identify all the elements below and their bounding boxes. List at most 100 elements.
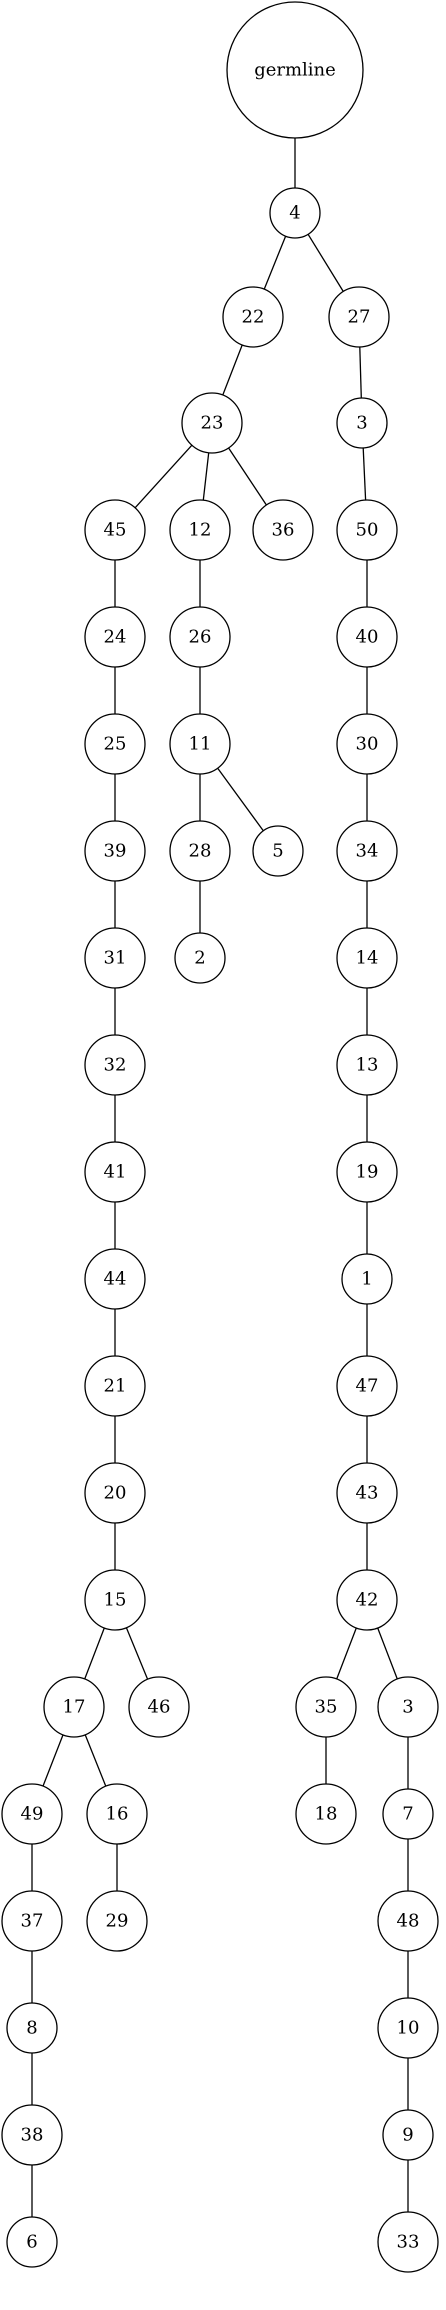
- node-circle: [128, 1676, 190, 1738]
- node-circle: [84, 1569, 146, 1631]
- node-circle: [269, 187, 321, 239]
- tree-node-22: 22: [222, 286, 284, 348]
- node-label: 14: [356, 948, 379, 969]
- tree-node-15: 15: [84, 1569, 146, 1631]
- node-circle: [84, 713, 146, 775]
- node-circle: [86, 1890, 148, 1952]
- node-circle: [1, 2104, 63, 2166]
- tree-node-39: 39: [84, 820, 146, 882]
- node-label: 37: [21, 1911, 44, 1932]
- node-label: 29: [106, 1911, 129, 1932]
- tree-node-25: 25: [84, 713, 146, 775]
- tree-node-17: 17: [43, 1676, 105, 1738]
- tree-node-10: 10: [377, 1997, 439, 2059]
- tree-node-7: 7: [382, 1788, 434, 1840]
- node-label: 5: [272, 841, 283, 862]
- tree-node-44: 44: [84, 1248, 146, 1310]
- edge-22-23: [222, 344, 243, 396]
- edge-27-3: [359, 346, 362, 399]
- node-circle: [1, 1783, 63, 1845]
- tree-node-19: 19: [336, 1141, 398, 1203]
- tree-node-9: 9: [382, 2109, 434, 2161]
- tree-node-14: 14: [336, 927, 398, 989]
- tree-node-27: 27: [328, 286, 390, 348]
- edge-42-3: [377, 1627, 398, 1680]
- edge-42-35: [336, 1627, 357, 1680]
- tree-node-42: 42: [336, 1569, 398, 1631]
- tree-node-43: 43: [336, 1462, 398, 1524]
- node-label: 49: [21, 1804, 44, 1825]
- node-label: 18: [315, 1804, 338, 1825]
- tree-node-11: 11: [169, 713, 231, 775]
- tree-node-20: 20: [84, 1462, 146, 1524]
- node-circle: [336, 1034, 398, 1096]
- tree-node-5: 5: [252, 825, 304, 877]
- node-label: 3: [402, 1697, 413, 1718]
- tree-node-48: 48: [377, 1890, 439, 1952]
- edge-23-45: [134, 444, 193, 509]
- node-circle: [295, 1676, 357, 1738]
- node-label: 38: [21, 2125, 44, 2146]
- edge-23-12: [202, 452, 210, 501]
- node-label: 11: [189, 734, 212, 755]
- node-circle: [336, 397, 388, 449]
- node-circle: [328, 286, 390, 348]
- node-label: 41: [104, 1162, 127, 1183]
- node-label: 2: [194, 948, 205, 969]
- node-label: 9: [402, 2125, 413, 2146]
- node-label: 1: [361, 1269, 372, 1290]
- node-circle: [1, 1890, 63, 1952]
- node-label: 33: [397, 2232, 420, 2253]
- node-label: 47: [356, 1376, 379, 1397]
- node-label: 27: [348, 307, 371, 328]
- node-label: 12: [189, 520, 212, 541]
- tree-node-23: 23: [181, 392, 243, 454]
- node-circle: [84, 606, 146, 668]
- node-label: 26: [189, 627, 212, 648]
- node-label: 8: [26, 2018, 37, 2039]
- node-label: 10: [397, 2018, 420, 2039]
- node-label: 19: [356, 1162, 379, 1183]
- node-circle: [84, 499, 146, 561]
- tree-node-40: 40: [336, 606, 398, 668]
- node-circle: [252, 825, 304, 877]
- tree-node-46: 46: [128, 1676, 190, 1738]
- node-circle: [84, 927, 146, 989]
- node-label: 44: [104, 1269, 127, 1290]
- node-circle: [169, 606, 231, 668]
- tree-node-12: 12: [169, 499, 231, 561]
- node-circle: [336, 499, 398, 561]
- tree-node-35: 35: [295, 1676, 357, 1738]
- tree-node-18: 18: [295, 1783, 357, 1845]
- node-label: 6: [26, 2232, 37, 2253]
- node-label: 20: [104, 1483, 127, 1504]
- node-circle: [252, 499, 314, 561]
- tree-node-8: 8: [6, 2002, 58, 2054]
- node-circle: [86, 1783, 148, 1845]
- node-circle: [336, 1462, 398, 1524]
- node-label: 23: [201, 413, 224, 434]
- node-circle: [6, 2002, 58, 2054]
- node-circle: [382, 2109, 434, 2161]
- tree-node-24: 24: [84, 606, 146, 668]
- node-circle: [226, 1, 364, 139]
- tree-node-2: 2: [174, 932, 226, 984]
- node-label: 22: [242, 307, 265, 328]
- edge-17-16: [84, 1734, 107, 1787]
- tree-node-50: 50: [336, 499, 398, 561]
- node-label: 17: [63, 1697, 86, 1718]
- node-circle: [336, 1569, 398, 1631]
- tree-node-41: 41: [84, 1141, 146, 1203]
- node-circle: [336, 713, 398, 775]
- node-label: 43: [356, 1483, 379, 1504]
- edge-17-49: [42, 1734, 64, 1787]
- edge-23-36: [228, 447, 267, 506]
- edge-11-5: [217, 767, 264, 832]
- node-circle: [84, 1355, 146, 1417]
- node-circle: [295, 1783, 357, 1845]
- node-circle: [6, 2216, 58, 2268]
- tree-node-47: 47: [336, 1355, 398, 1417]
- node-circle: [336, 927, 398, 989]
- node-label: 40: [356, 627, 379, 648]
- tree-node-45: 45: [84, 499, 146, 561]
